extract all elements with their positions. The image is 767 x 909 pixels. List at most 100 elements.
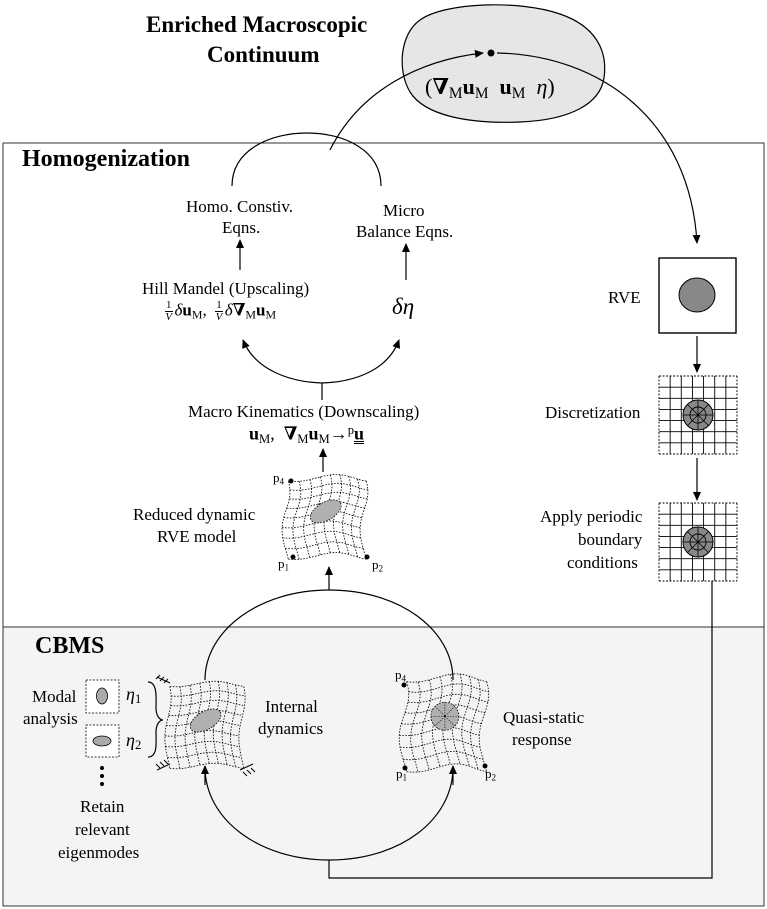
micro-balance-line2: Balance Eqns.	[356, 222, 454, 241]
warped-mesh-line	[184, 685, 192, 768]
support-hatch-bottom-right	[239, 763, 256, 777]
warped-mesh-line	[221, 682, 229, 765]
hill-grad: ∇	[232, 300, 246, 320]
warped-mesh-line	[289, 482, 368, 491]
hill-grad-sub: M	[245, 307, 256, 322]
macro-title-line2: Continuum	[207, 42, 320, 67]
macro-continuum-blob	[401, 4, 606, 123]
kin-u3: u	[354, 423, 365, 444]
hill-u2: u	[256, 300, 266, 320]
warped-mesh-line	[167, 751, 242, 759]
periodic-line1: Apply periodic	[540, 507, 643, 526]
retain-line3: eigenmodes	[58, 843, 140, 862]
discretization-label: Discretization	[545, 403, 641, 422]
warped-mesh-line	[289, 491, 368, 500]
corner-point	[288, 478, 294, 484]
frac-1-den: V	[165, 311, 173, 323]
hill-u-sub: M	[191, 307, 203, 322]
downscale-arc	[496, 52, 701, 244]
more-modes-dot-1	[100, 766, 104, 770]
kin-p-sup: p	[347, 423, 354, 437]
cbms-panel	[2, 626, 765, 907]
mesh-spoke	[687, 541, 699, 553]
corner-point	[401, 682, 407, 688]
hill-comma: ,	[202, 300, 207, 320]
kin-u2: u	[308, 423, 319, 444]
quasi-line1: Quasi-static	[503, 708, 585, 727]
u-subscript: M	[474, 84, 489, 102]
homo-constiv-line1: Homo. Constiv.	[186, 197, 294, 216]
reduced-p2: p2	[372, 557, 384, 574]
warped-mesh-line	[351, 479, 360, 558]
mesh-spoke	[687, 531, 699, 543]
u2-subscript: M	[511, 84, 526, 102]
modes-brace	[147, 681, 164, 758]
warped-spoke	[444, 706, 456, 717]
macro-title-line1: Enriched Macroscopic	[146, 12, 368, 37]
kinematics-right-arc	[321, 339, 400, 384]
frac-1-num: 1	[165, 299, 173, 312]
reduced-line2: RVE model	[157, 527, 237, 546]
warped-mesh-line	[288, 552, 367, 560]
u2-symbol: u	[499, 74, 512, 99]
warped-mesh-line	[399, 726, 480, 737]
homo-constiv-line2: Eqns.	[222, 218, 261, 237]
quasi-p2: p2	[485, 766, 497, 783]
warped-spoke	[434, 706, 446, 717]
kinematics-terms: uM, ∇MuM→pu	[249, 423, 364, 447]
eta2-label: η2	[126, 730, 142, 753]
warped-mesh-line	[406, 763, 487, 773]
warped-spoke	[434, 716, 446, 727]
hill-u: u	[182, 300, 192, 320]
warped-mesh-line	[230, 684, 238, 767]
frac-2-num: 1	[215, 299, 223, 312]
warped-mesh-line	[407, 693, 489, 704]
mesh-spoke	[687, 414, 699, 426]
delta-eta: δη	[392, 294, 415, 319]
kin-u2-sub: M	[318, 431, 330, 446]
modal-line2: analysis	[23, 709, 78, 728]
warped-mesh-line	[342, 476, 352, 555]
kin-u: u	[249, 423, 260, 444]
rve-label: RVE	[608, 288, 641, 307]
warped-mesh-line	[169, 762, 244, 770]
macro-kinematics-label: Macro Kinematics (Downscaling)	[188, 402, 420, 421]
quasi-p4: p4	[395, 667, 407, 684]
warped-mesh-line	[408, 683, 489, 693]
warped-mesh-line	[292, 481, 302, 560]
mesh-spoke	[697, 404, 709, 416]
homogenization-panel	[2, 142, 765, 628]
micro-balance-line1: Micro	[383, 201, 425, 220]
mesh-spoke	[687, 404, 699, 416]
eta-symbol: η	[536, 74, 548, 99]
modal-line1: Modal	[32, 687, 77, 706]
retain-line2: relevant	[75, 820, 130, 839]
warped-mesh-line	[461, 675, 472, 767]
rve-inclusion	[678, 277, 716, 313]
mesh-spoke	[697, 541, 709, 553]
kinematics-left-arc	[242, 339, 323, 384]
reduced-p1: p1	[278, 556, 290, 573]
homogenization-title: Homogenization	[22, 146, 190, 172]
mode-1-inclusion	[96, 687, 108, 705]
cbms-upper-loop	[204, 589, 454, 681]
mode-box-2	[85, 724, 120, 758]
periodic-mesh	[658, 502, 738, 582]
warped-spoke	[444, 716, 456, 727]
kin-arrow: →	[329, 423, 348, 444]
discretization-mesh	[658, 375, 738, 455]
hill-mandel-label: Hill Mandel (Upscaling)	[142, 279, 310, 298]
mode-2-inclusion	[92, 735, 112, 747]
grad-subscript: M	[448, 84, 463, 102]
material-point-dot	[487, 49, 495, 57]
warped-mesh-line	[165, 740, 240, 748]
delta-1: δ	[174, 300, 183, 320]
corner-point	[402, 765, 408, 771]
quasi-line2: response	[512, 730, 572, 749]
upscale-arc	[329, 49, 484, 151]
periodic-line3: conditions	[567, 553, 638, 572]
hill-u2-sub: M	[265, 307, 277, 322]
